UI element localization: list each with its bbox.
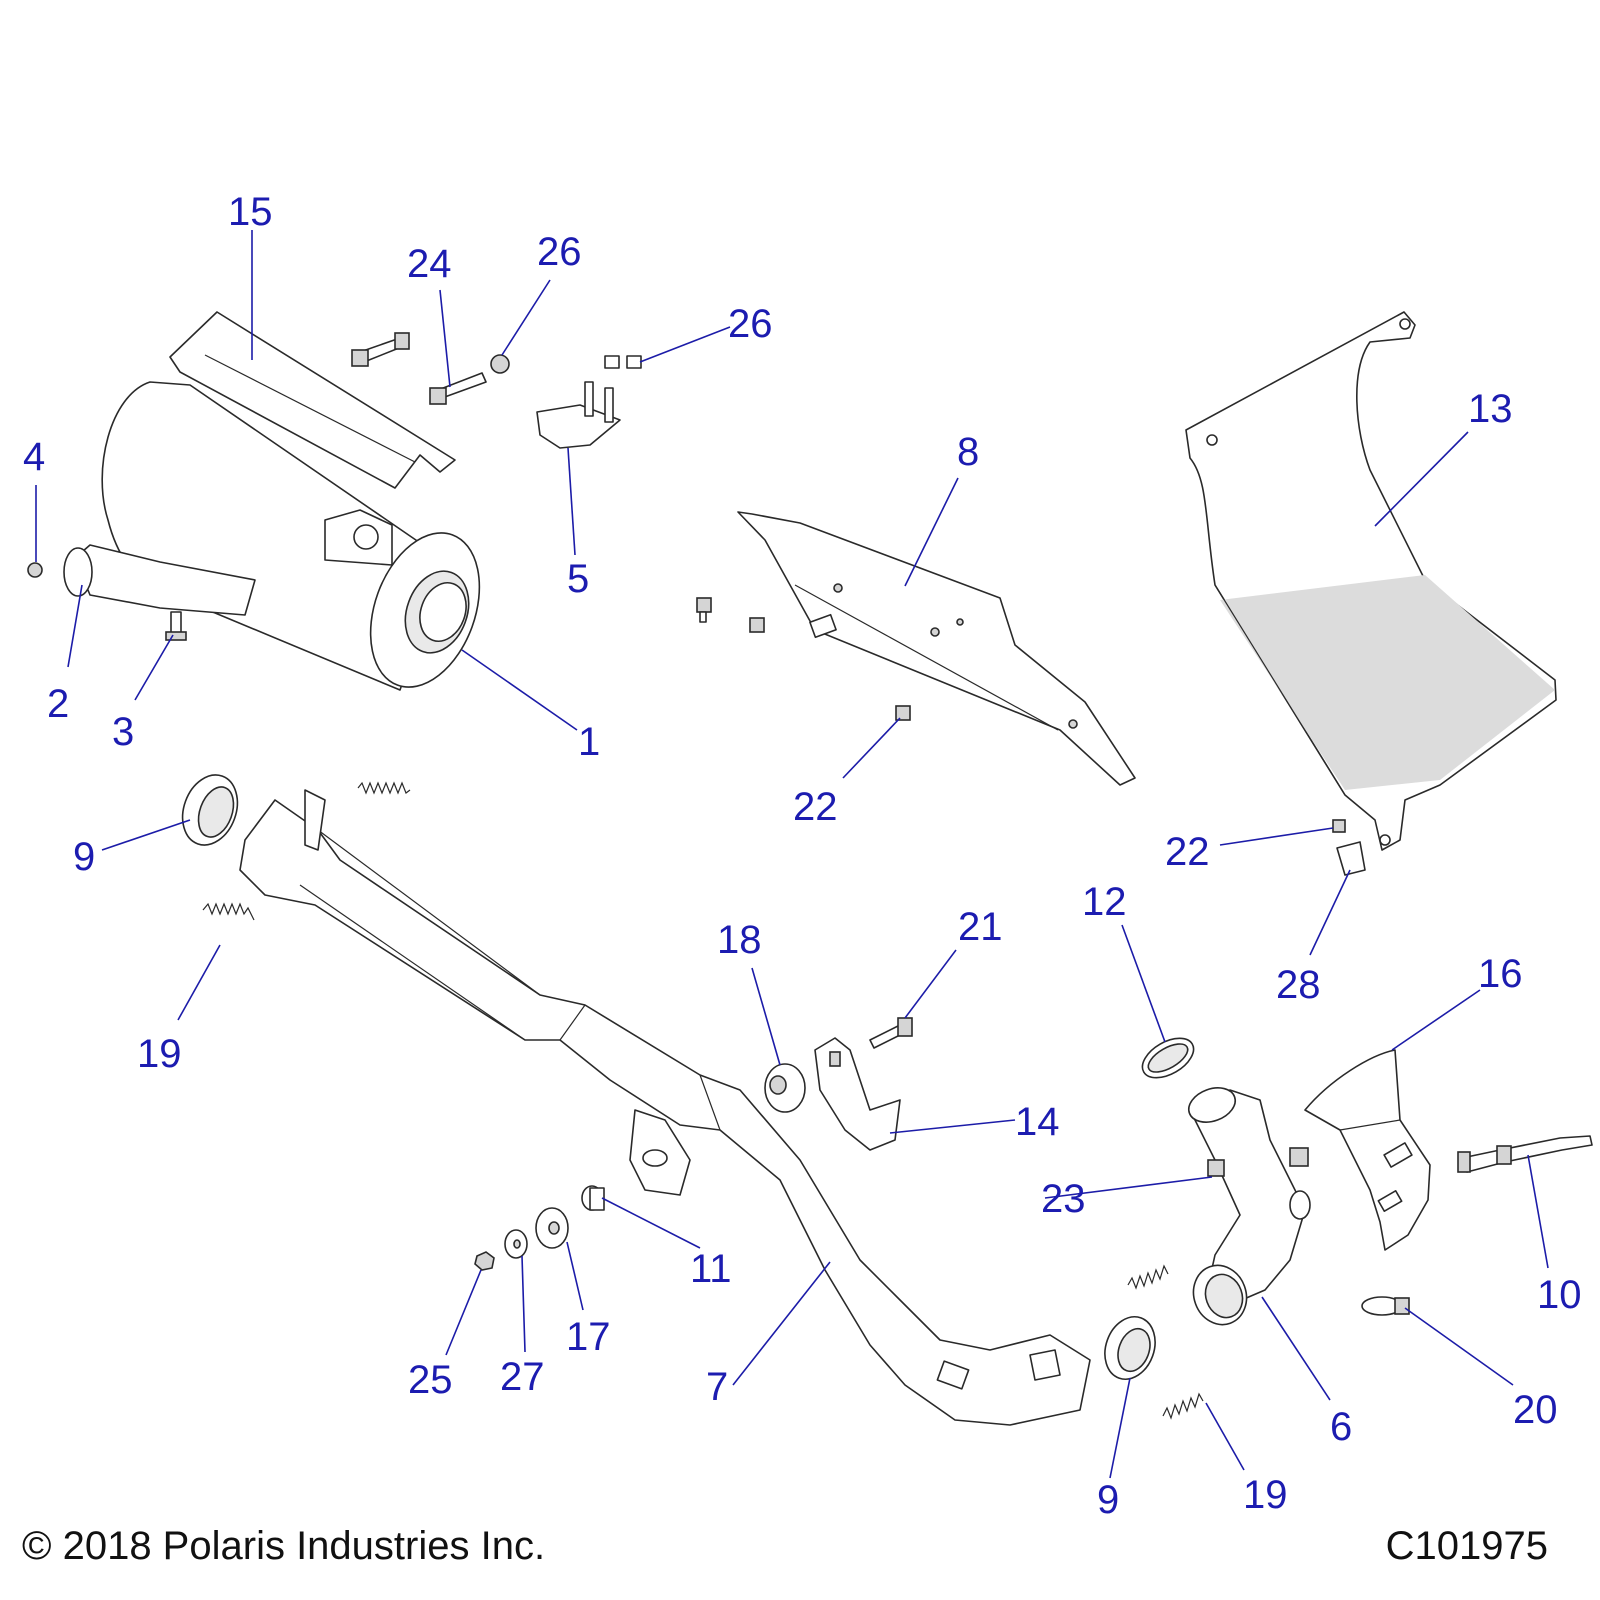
callout-22: 22	[1165, 830, 1210, 874]
callout-11: 11	[690, 1247, 732, 1291]
callout-9: 9	[73, 835, 95, 879]
part-18-grommet	[764, 1063, 806, 1113]
part-9-seal-ring	[181, 774, 239, 846]
part-20-clamp	[1361, 1296, 1410, 1316]
callout-7: 7	[706, 1365, 728, 1409]
callout-24: 24	[407, 242, 452, 286]
callout-16: 16	[1478, 952, 1523, 996]
part-27-washer	[504, 1229, 528, 1259]
callout-labels: 15 24 26 26 4 2 3 5 1 8 13 22 22 28 9 19…	[23, 190, 1582, 1522]
callout-15: 15	[228, 190, 273, 234]
part-11-spacer	[581, 1185, 605, 1211]
callout-13: 13	[1468, 387, 1513, 431]
callout-23: 23	[1041, 1177, 1086, 1221]
part-17-grommet	[535, 1207, 569, 1249]
callout-28: 28	[1276, 963, 1321, 1007]
part-19-spring	[202, 781, 1204, 1420]
part-28-clip	[1336, 841, 1366, 876]
part-1-muffler	[101, 381, 481, 691]
callout-20: 20	[1513, 1388, 1558, 1432]
leader-lines	[35, 230, 1549, 1479]
callout-14: 14	[1015, 1100, 1060, 1144]
part-5-mount-bracket	[536, 381, 621, 449]
part-12-gasket	[1141, 1037, 1195, 1079]
part-7-exhaust-pipe	[239, 789, 1091, 1426]
callout-19: 19	[1243, 1473, 1288, 1517]
part-22-push-pin	[895, 705, 1346, 833]
callout-6: 6	[1330, 1405, 1352, 1449]
callout-21: 21	[958, 905, 1003, 949]
callout-17: 17	[566, 1315, 611, 1359]
callout-19: 19	[137, 1032, 182, 1076]
part-13-large-heat-shield	[1185, 311, 1557, 851]
part-24-bolt	[351, 332, 487, 405]
copyright-notice: © 2018 Polaris Industries Inc.	[22, 1524, 546, 1568]
part-26-nut	[490, 354, 642, 374]
callout-1: 1	[578, 720, 600, 764]
callout-27: 27	[500, 1355, 545, 1399]
callout-2: 2	[47, 682, 69, 726]
callout-22: 22	[793, 785, 838, 829]
callout-9: 9	[1097, 1478, 1119, 1522]
part-10-oxygen-sensor	[1457, 1135, 1593, 1173]
callout-3: 3	[112, 710, 134, 754]
callout-5: 5	[567, 557, 589, 601]
part-2-muffler-inlet-pipe	[63, 544, 256, 616]
part-15-muffler-heat-shield	[169, 311, 456, 489]
callout-4: 4	[23, 435, 45, 479]
part-14-bracket	[814, 1037, 901, 1151]
part-16-head-pipe-shield	[1304, 1049, 1431, 1251]
drawing-number: C101975	[1385, 1524, 1548, 1568]
part-8-heat-shield-bracket	[696, 511, 1136, 786]
callout-25: 25	[408, 1358, 453, 1402]
part-9-seal-ring-lower	[1104, 1316, 1156, 1380]
callout-12: 12	[1082, 880, 1127, 924]
part-3-bolt	[165, 611, 187, 641]
part-21-bolt	[869, 1017, 913, 1049]
callout-18: 18	[717, 918, 762, 962]
callout-26: 26	[537, 230, 582, 274]
part-4-nut	[27, 562, 43, 578]
part-6-head-pipe	[1187, 1087, 1311, 1326]
callout-10: 10	[1537, 1273, 1582, 1317]
part-25-nut	[474, 1251, 495, 1271]
callout-26: 26	[728, 302, 773, 346]
callout-8: 8	[957, 430, 979, 474]
